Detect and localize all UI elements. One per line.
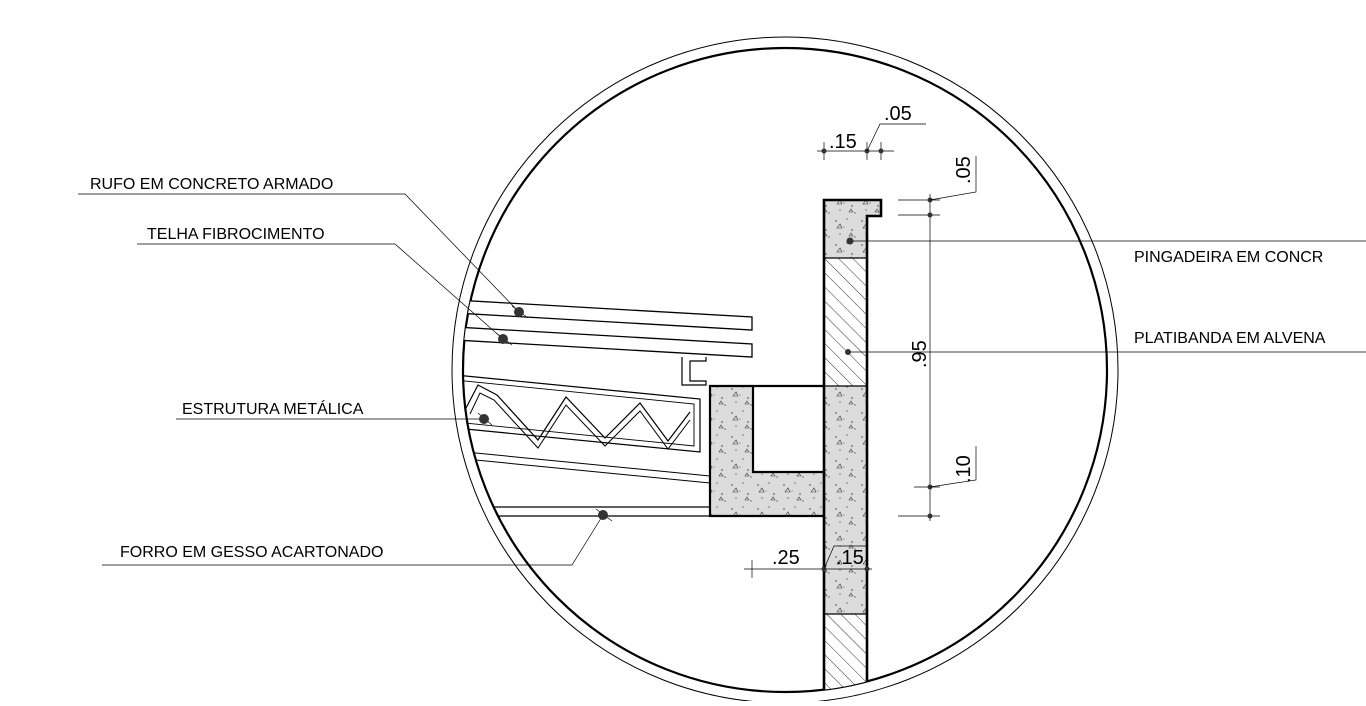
dim-right-10: .10: [953, 455, 975, 483]
dimension-top: [817, 123, 926, 160]
masonry-wall-lower: [824, 614, 867, 692]
leaders-left: [78, 193, 613, 566]
metal-truss: [463, 374, 711, 484]
roof-sheets: [463, 299, 753, 386]
label-estrutura: ESTRUTURA METÁLICA: [182, 399, 364, 418]
masonry-parapet-upper: [824, 258, 867, 386]
section-content: [463, 198, 883, 692]
detail-circle: [451, 36, 1119, 704]
label-forro: FORRO EM GESSO ACARTONADO: [120, 544, 383, 561]
dim-top-15: .15: [829, 131, 857, 153]
dim-bottom-15: .15: [836, 547, 864, 569]
label-telha: TELHA FIBROCIMENTO: [147, 226, 325, 243]
concrete-beam: [710, 386, 867, 614]
label-platibanda: PLATIBANDA EM ALVENA: [1134, 330, 1326, 347]
dimension-bottom: [744, 545, 872, 578]
concrete-coping: [824, 200, 881, 258]
dim-right-95: .95: [909, 340, 931, 368]
dim-right-05: .05: [953, 156, 975, 184]
label-pingadeira: PINGADEIRA EM CONCR: [1134, 249, 1323, 266]
dimension-right: [898, 156, 977, 521]
leaders-right: [845, 237, 1366, 355]
label-rufo: RUFO EM CONCRETO ARMADO: [90, 176, 333, 193]
dim-top-05: .05: [884, 103, 912, 125]
dim-bottom-25: .25: [772, 547, 800, 569]
